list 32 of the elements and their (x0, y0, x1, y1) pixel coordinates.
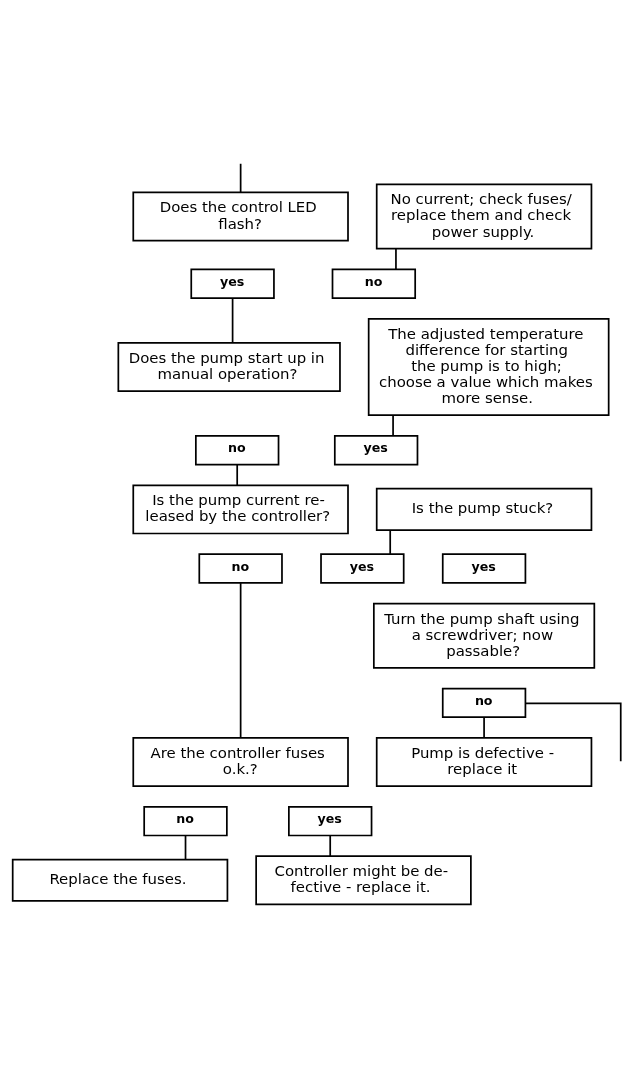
node-box: Is the pump stuck? (375, 487, 593, 531)
connector (239, 582, 242, 739)
node-box: no (198, 553, 283, 584)
node-box: yes (441, 553, 527, 584)
node-box: Does the control LED flash? (132, 191, 349, 242)
node-box: Controller might be de- fective - replace it. (255, 855, 472, 906)
connector (236, 464, 239, 487)
connector (239, 162, 242, 194)
connector (524, 702, 622, 763)
node-box: The adjusted temperature difference for starting the pump is to high; choose a value which makes more sense. (367, 317, 610, 417)
connector (231, 297, 234, 344)
connector (184, 834, 187, 861)
connector (329, 834, 332, 858)
node-box: yes (333, 435, 419, 466)
node-box: yes (190, 268, 275, 299)
node-box: no (195, 435, 280, 466)
node-box: no (441, 687, 527, 719)
node-box: Does the pump start up in manual operation? (117, 342, 341, 392)
connector (483, 716, 485, 739)
connector (395, 247, 397, 271)
node-box: no (331, 268, 417, 299)
node-box: No current; check fuses/ replace them and check power supply. (375, 183, 593, 250)
node-box: Turn the pump shaft using a screwdriver; now passable? (372, 602, 596, 669)
node-box: no (143, 805, 228, 837)
node-box: Is the pump current re- leased by the controller? (132, 484, 349, 535)
node-box: Replace the fuses. (11, 858, 229, 902)
node-box: yes (288, 805, 373, 837)
connector (392, 414, 394, 437)
node-box: Are the controller fuses o.k.? (132, 737, 349, 787)
node-box: yes (320, 553, 405, 584)
node-box: Pump is defective - replace it (375, 737, 593, 787)
connector (389, 529, 392, 555)
